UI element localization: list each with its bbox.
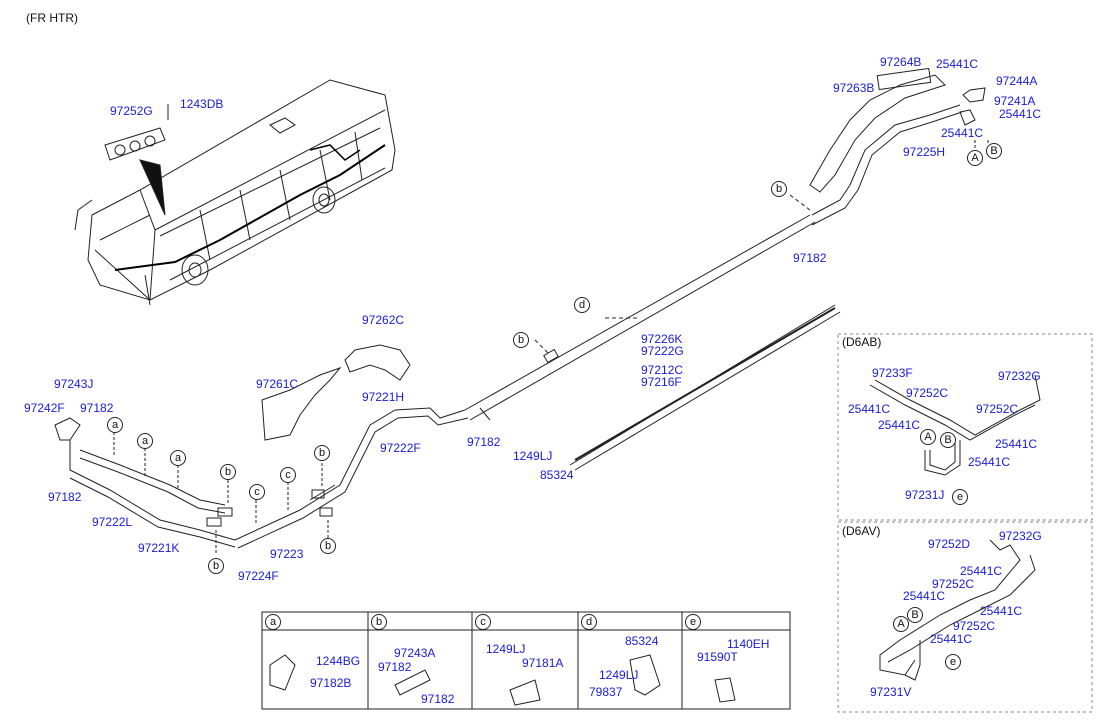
- table-header-a: a: [265, 614, 281, 630]
- part-label[interactable]: 85324: [540, 468, 574, 482]
- callout-b[interactable]: b: [771, 181, 787, 197]
- bus-illustration: [74, 79, 396, 306]
- part-label[interactable]: 97226K: [641, 332, 683, 346]
- part-label[interactable]: 25441C: [936, 57, 979, 71]
- callout-B[interactable]: B: [907, 607, 923, 623]
- callout-a[interactable]: a: [107, 417, 123, 433]
- part-label[interactable]: 25441C: [878, 418, 921, 432]
- part-label[interactable]: 25441C: [980, 604, 1023, 618]
- part-label[interactable]: 25441C: [848, 402, 891, 416]
- part-label[interactable]: 97223: [270, 547, 304, 561]
- part-label[interactable]: 25441C: [941, 126, 984, 140]
- callout-e[interactable]: e: [952, 489, 968, 505]
- d6ab-title: (D6AB): [842, 335, 882, 349]
- callout-a[interactable]: a: [137, 433, 153, 449]
- part-label[interactable]: 97182: [48, 490, 82, 504]
- callout-B[interactable]: B: [940, 432, 956, 448]
- callout-A[interactable]: A: [967, 150, 983, 166]
- part-label[interactable]: 97222F: [380, 441, 421, 455]
- part-label[interactable]: 97212C: [641, 363, 684, 377]
- part-label[interactable]: 97216F: [641, 375, 682, 389]
- part-label[interactable]: 1243DB: [180, 97, 224, 111]
- part-label[interactable]: 1244BG: [316, 654, 361, 668]
- d6av-title: (D6AV): [842, 524, 881, 538]
- part-label[interactable]: 97222L: [92, 515, 133, 529]
- part-label[interactable]: 97264B: [880, 55, 922, 69]
- callout-b[interactable]: b: [314, 445, 330, 461]
- callout-c[interactable]: c: [280, 467, 296, 483]
- part-label[interactable]: 97232G: [999, 529, 1042, 543]
- part-label[interactable]: 97182: [467, 435, 501, 449]
- part-label[interactable]: 1140EH: [727, 637, 770, 651]
- part-label[interactable]: 97225H: [903, 145, 946, 159]
- callout-A[interactable]: A: [893, 616, 909, 632]
- part-label[interactable]: 79837: [589, 685, 623, 699]
- part-label[interactable]: 97182: [793, 251, 827, 265]
- part-label[interactable]: 1249LJ: [486, 642, 526, 656]
- part-label[interactable]: 97182: [378, 660, 412, 674]
- part-label[interactable]: 25441C: [995, 437, 1038, 451]
- callout-B[interactable]: B: [986, 143, 1002, 159]
- callout-d[interactable]: d: [574, 297, 590, 313]
- part-label[interactable]: 1249LJ: [599, 668, 639, 682]
- part-label[interactable]: 97231V: [870, 685, 912, 699]
- part-label[interactable]: 97181A: [522, 656, 564, 670]
- callout-b[interactable]: b: [208, 558, 224, 574]
- table-header-b: b: [371, 614, 387, 630]
- part-label[interactable]: 1249LJ: [513, 449, 553, 463]
- part-label[interactable]: 97231J: [905, 488, 945, 502]
- callout-A[interactable]: A: [920, 429, 936, 445]
- part-label[interactable]: 97222G: [641, 344, 684, 358]
- part-label[interactable]: 97252C: [953, 619, 996, 633]
- part-label[interactable]: 97252C: [906, 386, 949, 400]
- part-label[interactable]: 97221K: [138, 541, 180, 555]
- part-label[interactable]: 97242F: [24, 401, 65, 415]
- part-label[interactable]: 25441C: [960, 564, 1003, 578]
- d6av-pipes: [879, 539, 1036, 681]
- middle-ducts: [234, 344, 491, 549]
- part-label[interactable]: 25441C: [968, 455, 1011, 469]
- part-label[interactable]: 25441C: [930, 632, 973, 646]
- part-label[interactable]: 97182B: [310, 676, 352, 690]
- part-label[interactable]: 97261C: [256, 377, 299, 391]
- callout-c[interactable]: c: [249, 484, 265, 500]
- part-label[interactable]: 97243J: [54, 377, 94, 391]
- table-header-e: e: [685, 614, 701, 630]
- part-label[interactable]: 97252C: [932, 577, 975, 591]
- part-label[interactable]: 25441C: [999, 107, 1042, 121]
- part-label[interactable]: 97252D: [928, 537, 971, 551]
- part-label[interactable]: 85324: [625, 634, 659, 648]
- table-header-c: c: [475, 614, 491, 630]
- d6ab-pipes: [869, 374, 1041, 476]
- part-label[interactable]: 97244A: [996, 74, 1038, 88]
- part-label[interactable]: 97252G: [110, 104, 153, 118]
- part-label[interactable]: 97262C: [362, 313, 405, 327]
- rear-duct-assembly: [809, 67, 989, 226]
- part-label[interactable]: 97263B: [833, 81, 875, 95]
- part-label[interactable]: 97233F: [872, 366, 913, 380]
- part-label[interactable]: 97182: [80, 401, 114, 415]
- part-label[interactable]: 97252C: [976, 402, 1019, 416]
- part-label[interactable]: 97221H: [362, 390, 405, 404]
- part-label[interactable]: 97232G: [998, 369, 1041, 383]
- callout-e[interactable]: e: [945, 654, 961, 670]
- callout-b[interactable]: b: [220, 464, 236, 480]
- part-label[interactable]: 25441C: [903, 589, 946, 603]
- part-label[interactable]: 97224F: [238, 569, 279, 583]
- callout-a[interactable]: a: [170, 450, 186, 466]
- part-label[interactable]: 91590T: [697, 650, 738, 664]
- page-title: (FR HTR): [26, 11, 78, 25]
- part-label[interactable]: 97243A: [394, 646, 436, 660]
- callout-b[interactable]: b: [320, 538, 336, 554]
- part-label[interactable]: 97182: [421, 692, 455, 706]
- parts-table: [261, 611, 791, 710]
- part-label[interactable]: 97241A: [994, 94, 1036, 108]
- long-pipes: [464, 194, 841, 471]
- callout-b[interactable]: b: [513, 332, 529, 348]
- table-header-d: d: [581, 614, 597, 630]
- left-pipes: [54, 417, 333, 555]
